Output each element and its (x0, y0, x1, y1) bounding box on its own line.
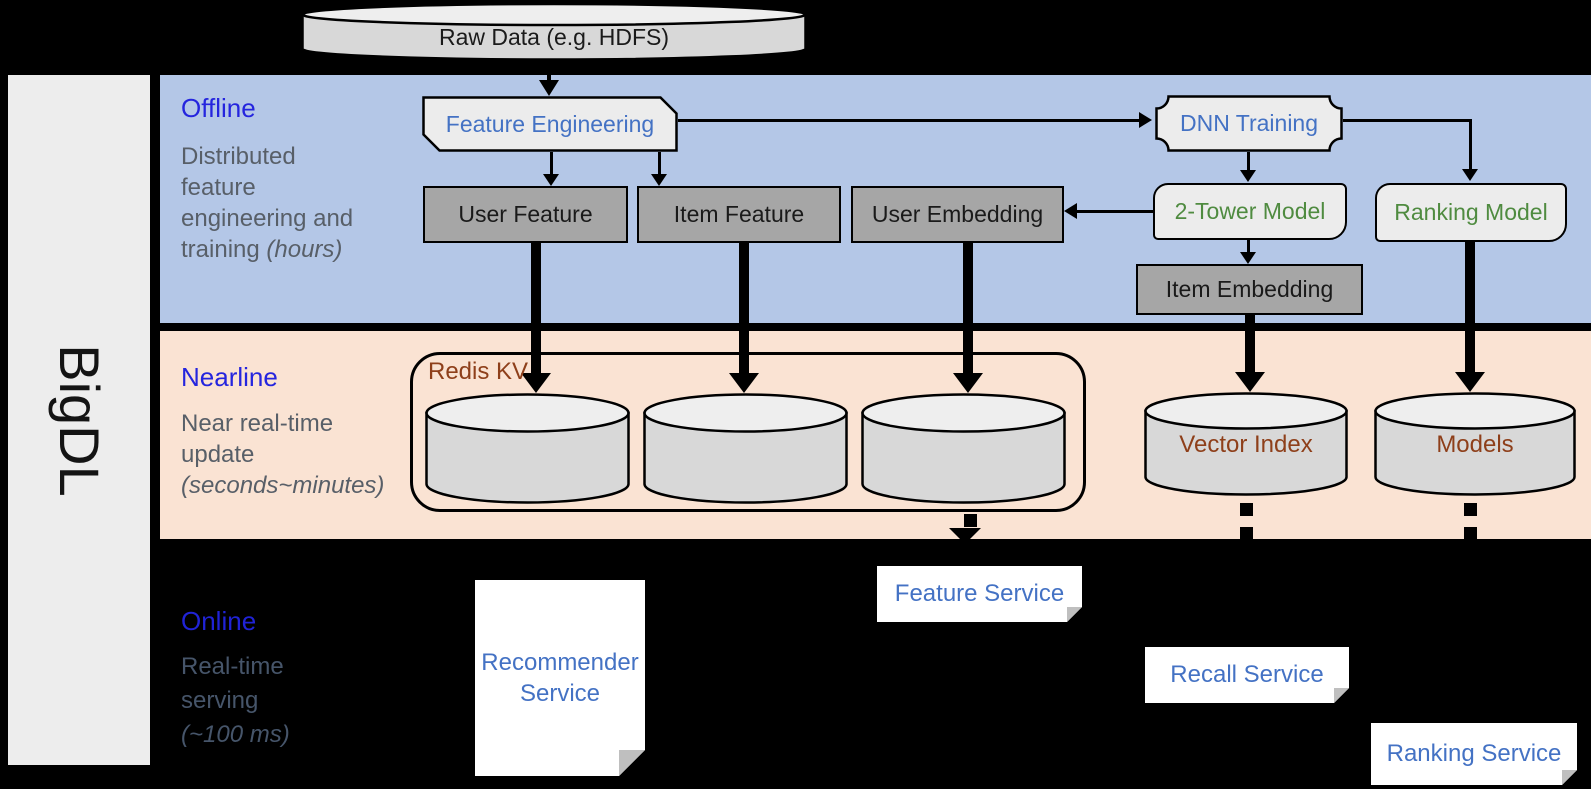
arrow-itemfeature-to-redis-line (739, 243, 749, 374)
cylinder-shape-icon (861, 393, 1066, 504)
feature-service-label: Feature Service (877, 566, 1082, 622)
arrow-rankingmodel-to-models-line (1465, 242, 1475, 373)
item-embedding-label: Item Embedding (1165, 276, 1334, 302)
dashed-redis-to-featureservice-head (949, 528, 981, 544)
offline-desc: Distributed feature engineering and trai… (181, 141, 353, 265)
user-feature-box: User Feature (423, 186, 628, 243)
item-feature-label: Item Feature (673, 201, 805, 227)
cylinder-shape-icon (1374, 392, 1576, 496)
arrow-dnn-to-twotower-line (1247, 152, 1250, 171)
nearline-desc-line2: update (181, 441, 255, 468)
arrow-itemembedding-to-vectorindex-line (1245, 315, 1255, 373)
redis-cylinder-3 (859, 392, 1068, 506)
arrow-userembedding-to-redis-head (953, 373, 983, 393)
feature-service-doc: Feature Service (877, 566, 1082, 622)
arrow-dnn-to-rankingmodel-hline (1343, 119, 1471, 122)
feature-engineering-label: Feature Engineering (445, 110, 655, 137)
vector-index-label: Vector Index (1179, 431, 1313, 458)
dnn-training-label: DNN Training (1179, 110, 1319, 136)
vector-index-cylinder: Vector Index (1142, 391, 1350, 498)
ranking-model-box: Ranking Model (1375, 183, 1567, 242)
online-desc-line3: (~100 ms) (181, 721, 290, 748)
online-title: Online (181, 606, 257, 636)
folded-corner-icon (1067, 607, 1082, 622)
ranking-service-doc: Ranking Service (1371, 723, 1577, 785)
arrow-dnn-to-twotower-head (1240, 170, 1256, 182)
dashed-models-dash-1 (1464, 503, 1477, 516)
nearline-desc-line3: (seconds~minutes) (181, 472, 385, 499)
redis-kv-group (410, 352, 1086, 512)
arrow-userfeature-to-redis-head (521, 373, 551, 393)
dashed-vectorindex-dash-1 (1240, 503, 1253, 516)
folded-corner-icon (619, 750, 645, 776)
arrow-twotower-to-itemembedding-line (1247, 240, 1250, 253)
online-desc: Real-time serving (~100 ms) (181, 650, 290, 752)
offline-desc-line2: feature (181, 174, 256, 201)
arrow-rawdata-to-fe-head (539, 80, 559, 96)
cylinder-shape-icon (1144, 392, 1348, 496)
user-embedding-box: User Embedding (851, 186, 1064, 243)
offline-title: Offline (181, 93, 256, 123)
nearline-title: Nearline (181, 362, 278, 392)
redis-kv-label: Redis KV (428, 358, 529, 385)
folded-corner-icon (1562, 770, 1577, 785)
arrow-dnn-to-rankingmodel-head (1462, 169, 1478, 181)
item-embedding-box: Item Embedding (1136, 264, 1363, 315)
arrow-fe-to-itemfeature-line (658, 152, 661, 175)
snip-corner-shape-icon (422, 96, 678, 152)
bigdl-label: BigDL (47, 343, 111, 497)
arrow-userfeature-to-redis-line (531, 243, 541, 374)
raw-data-label: Raw Data (e.g. HDFS) (438, 23, 670, 50)
item-feature-box: Item Feature (637, 186, 841, 243)
cylinder-shape-icon (643, 393, 848, 504)
arrow-fe-to-dnn-head (1139, 112, 1152, 128)
arrow-fe-to-dnn-line (678, 119, 1139, 122)
arrow-twotower-to-userembedding-head (1064, 203, 1077, 219)
recall-service-label: Recall Service (1145, 647, 1349, 703)
redis-cylinder-1 (423, 392, 632, 506)
arrow-itemembedding-to-vectorindex-head (1235, 372, 1265, 392)
raw-data-cylinder: Raw Data (e.g. HDFS) (300, 2, 808, 62)
two-tower-model-label: 2-Tower Model (1174, 198, 1326, 224)
dashed-vectorindex-dash-2 (1240, 527, 1253, 540)
online-desc-line1: Real-time (181, 653, 284, 680)
models-label: Models (1436, 431, 1514, 458)
dashed-redis-to-featureservice-dash (964, 514, 977, 527)
online-desc-line2: serving (181, 687, 259, 714)
nearline-desc-line1: Near real-time (181, 410, 334, 437)
dashed-models-dash-2 (1464, 527, 1477, 540)
cylinder-shape-icon (301, 2, 807, 61)
arrow-rankingmodel-to-models-head (1455, 372, 1485, 392)
arrow-fe-to-userfeature-head (543, 174, 559, 186)
arrow-fe-to-userfeature-line (550, 152, 553, 175)
recall-service-doc: Recall Service (1145, 647, 1349, 703)
arrow-twotower-to-userembedding-line (1077, 210, 1153, 213)
bigdl-sidebar: BigDL (8, 75, 150, 765)
recommender-service-label: Recommender Service (475, 580, 645, 776)
redis-cylinder-2 (641, 392, 850, 506)
feature-engineering-box: Feature Engineering (422, 96, 678, 152)
arrow-rawdata-to-fe-line (547, 60, 551, 82)
cylinder-shape-icon (425, 393, 630, 504)
folded-corner-icon (1334, 688, 1349, 703)
dnn-training-box: DNN Training (1155, 95, 1343, 152)
arrow-itemfeature-to-redis-head (729, 373, 759, 393)
user-feature-label: User Feature (458, 201, 593, 227)
arrow-fe-to-itemfeature-head (651, 174, 667, 186)
models-cylinder: Models (1372, 391, 1578, 498)
arrow-dnn-to-rankingmodel-vline (1469, 119, 1472, 170)
arrow-twotower-to-itemembedding-head (1240, 252, 1256, 264)
offline-desc-line3: engineering and (181, 205, 354, 232)
offline-desc-line1: Distributed (181, 143, 296, 170)
ranking-model-label: Ranking Model (1394, 199, 1548, 225)
recommender-service-doc: Recommender Service (475, 580, 645, 776)
user-embedding-label: User Embedding (871, 201, 1044, 227)
plaque-shape-icon (1155, 95, 1343, 152)
arrow-userembedding-to-redis-line (963, 243, 973, 374)
ranking-service-label: Ranking Service (1371, 723, 1577, 785)
two-tower-model-box: 2-Tower Model (1153, 183, 1347, 240)
nearline-desc: Near real-time update (seconds~minutes) (181, 408, 384, 501)
offline-desc-line4: training (hours) (181, 236, 343, 263)
